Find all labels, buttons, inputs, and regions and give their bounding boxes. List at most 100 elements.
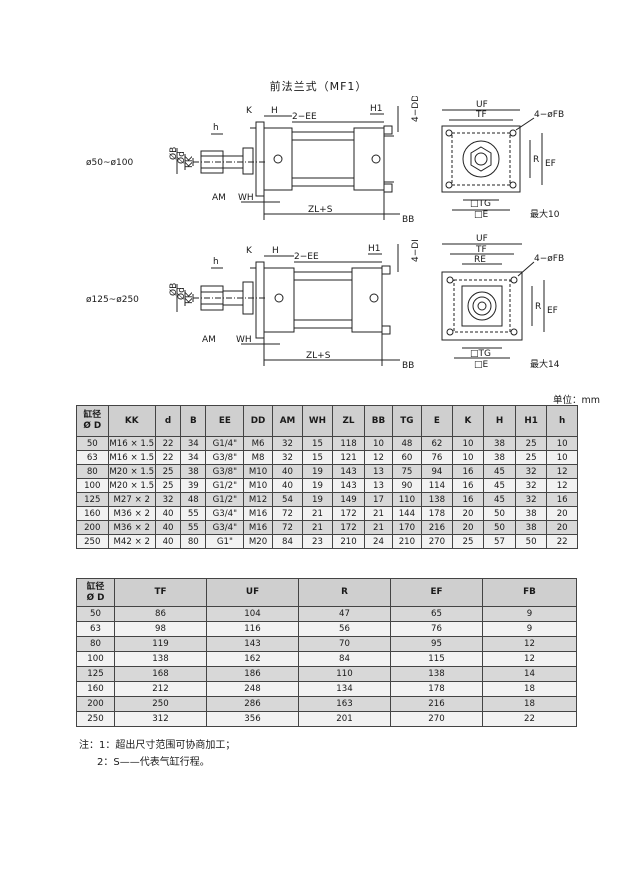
table-cell: G3/4" bbox=[205, 506, 245, 521]
table-cell: 15 bbox=[302, 436, 333, 451]
note-1: 注：1：超出尺寸范围可协商加工； bbox=[79, 740, 236, 751]
bore-cell: 250 bbox=[76, 534, 109, 549]
table-cell: 75 bbox=[391, 464, 423, 479]
table-cell: 24 bbox=[364, 534, 393, 549]
table-cell: 98 bbox=[114, 621, 207, 637]
range-label-bottom: ø125~ø250 bbox=[86, 295, 139, 305]
table-cell: 94 bbox=[421, 464, 453, 479]
col-header: KK bbox=[107, 405, 156, 437]
table-cell: 119 bbox=[114, 636, 207, 652]
table-cell: 25 bbox=[514, 436, 548, 451]
table-cell: G3/8" bbox=[205, 450, 245, 465]
table-cell: 21 bbox=[364, 506, 393, 521]
dim-tf-bottom: TF bbox=[475, 245, 487, 255]
dim-dd-bottom: 4−DD bbox=[411, 240, 421, 262]
dim-small-h-top: h bbox=[213, 123, 219, 133]
table-cell: 62 bbox=[421, 436, 453, 451]
dim-bb-bottom: BB bbox=[402, 361, 414, 371]
table-cell: G1/4" bbox=[205, 436, 245, 451]
dim-r-bottom: R bbox=[535, 302, 541, 312]
table-cell: 38 bbox=[514, 506, 548, 521]
table-cell: 19 bbox=[302, 464, 333, 479]
table-cell: 12 bbox=[482, 636, 577, 652]
table-cell: 65 bbox=[390, 606, 483, 622]
table-cell: 40 bbox=[154, 506, 182, 521]
col-header: TF bbox=[114, 578, 207, 607]
notes: 注：1：超出尺寸范围可协商加工； 2：S——代表气缸行程。 bbox=[79, 737, 235, 771]
table-cell: 210 bbox=[391, 534, 423, 549]
dim-wh-top: WH bbox=[238, 193, 254, 203]
dim-max-top: 最大10 bbox=[530, 208, 560, 220]
table-cell: 201 bbox=[298, 711, 391, 727]
table-cell: M20 × 1.5 bbox=[107, 464, 156, 479]
table-cell: 114 bbox=[421, 478, 453, 493]
table-cell: 13 bbox=[364, 478, 393, 493]
dim-k-top: K bbox=[246, 106, 253, 116]
table-cell: 121 bbox=[331, 450, 366, 465]
col-header: AM bbox=[271, 405, 304, 437]
dim-tg-bottom: □TG bbox=[470, 349, 491, 359]
col-header: BB bbox=[364, 405, 393, 437]
side-view-drawing-large: ø125~ø250 K H 2−EE H1 4−DD h ØB Ød KK AM… bbox=[86, 240, 421, 371]
col-header: ZL bbox=[331, 405, 366, 437]
table-cell: 248 bbox=[206, 681, 299, 697]
dim-d-bottom: Ød bbox=[176, 287, 187, 300]
table-cell: 40 bbox=[154, 534, 182, 549]
bore-cell: 100 bbox=[76, 651, 115, 667]
table-cell: 90 bbox=[391, 478, 423, 493]
dim-am-top: AM bbox=[212, 193, 226, 203]
table-cell: 25 bbox=[451, 534, 485, 549]
table-cell: 16 bbox=[451, 492, 485, 507]
table-cell: 216 bbox=[421, 520, 453, 535]
table-cell: 10 bbox=[451, 436, 485, 451]
table-cell: G1/2" bbox=[205, 478, 245, 493]
table-cell: M10 bbox=[243, 478, 273, 493]
table-cell: 178 bbox=[421, 506, 453, 521]
table-cell: M42 × 2 bbox=[107, 534, 156, 549]
table-cell: 14 bbox=[482, 666, 577, 682]
dim-kk-top: KK bbox=[185, 155, 195, 168]
dim-fb-bottom: 4−øFB bbox=[534, 254, 564, 264]
table-cell: M12 bbox=[243, 492, 273, 507]
table-cell: 32 bbox=[271, 436, 304, 451]
bore-cell: 160 bbox=[76, 681, 115, 697]
table-cell: 50 bbox=[483, 520, 516, 535]
table-cell: 10 bbox=[451, 450, 485, 465]
table-cell: 84 bbox=[298, 651, 391, 667]
table-cell: 10 bbox=[546, 450, 578, 465]
table-cell: 270 bbox=[421, 534, 453, 549]
table-cell: 25 bbox=[154, 478, 182, 493]
table-cell: 34 bbox=[180, 436, 207, 451]
table-cell: 212 bbox=[114, 681, 207, 697]
table-cell: 149 bbox=[331, 492, 366, 507]
table-cell: 110 bbox=[391, 492, 423, 507]
table-cell: 19 bbox=[302, 492, 333, 507]
dim-k-bottom: K bbox=[246, 246, 253, 256]
table-cell: 12 bbox=[546, 464, 578, 479]
table-cell: 50 bbox=[483, 506, 516, 521]
bore-cell: 80 bbox=[76, 464, 109, 479]
table-cell: M16 × 1.5 bbox=[107, 450, 156, 465]
table-cell: 76 bbox=[421, 450, 453, 465]
bore-cell: 200 bbox=[76, 520, 109, 535]
table-cell: G3/8" bbox=[205, 464, 245, 479]
table-cell: 45 bbox=[483, 492, 516, 507]
dim-ee-top: 2−EE bbox=[292, 112, 317, 122]
table-cell: 178 bbox=[390, 681, 483, 697]
bore-cell: 100 bbox=[76, 478, 109, 493]
table-cell: 48 bbox=[391, 436, 423, 451]
table-cell: M36 × 2 bbox=[107, 506, 156, 521]
unit-label: 单位：mm bbox=[553, 395, 601, 406]
table-cell: 72 bbox=[271, 520, 304, 535]
table-cell: 84 bbox=[271, 534, 304, 549]
dim-e-top: □E bbox=[474, 210, 489, 220]
table-cell: 21 bbox=[364, 520, 393, 535]
dim-ef-bottom: EF bbox=[547, 306, 558, 316]
